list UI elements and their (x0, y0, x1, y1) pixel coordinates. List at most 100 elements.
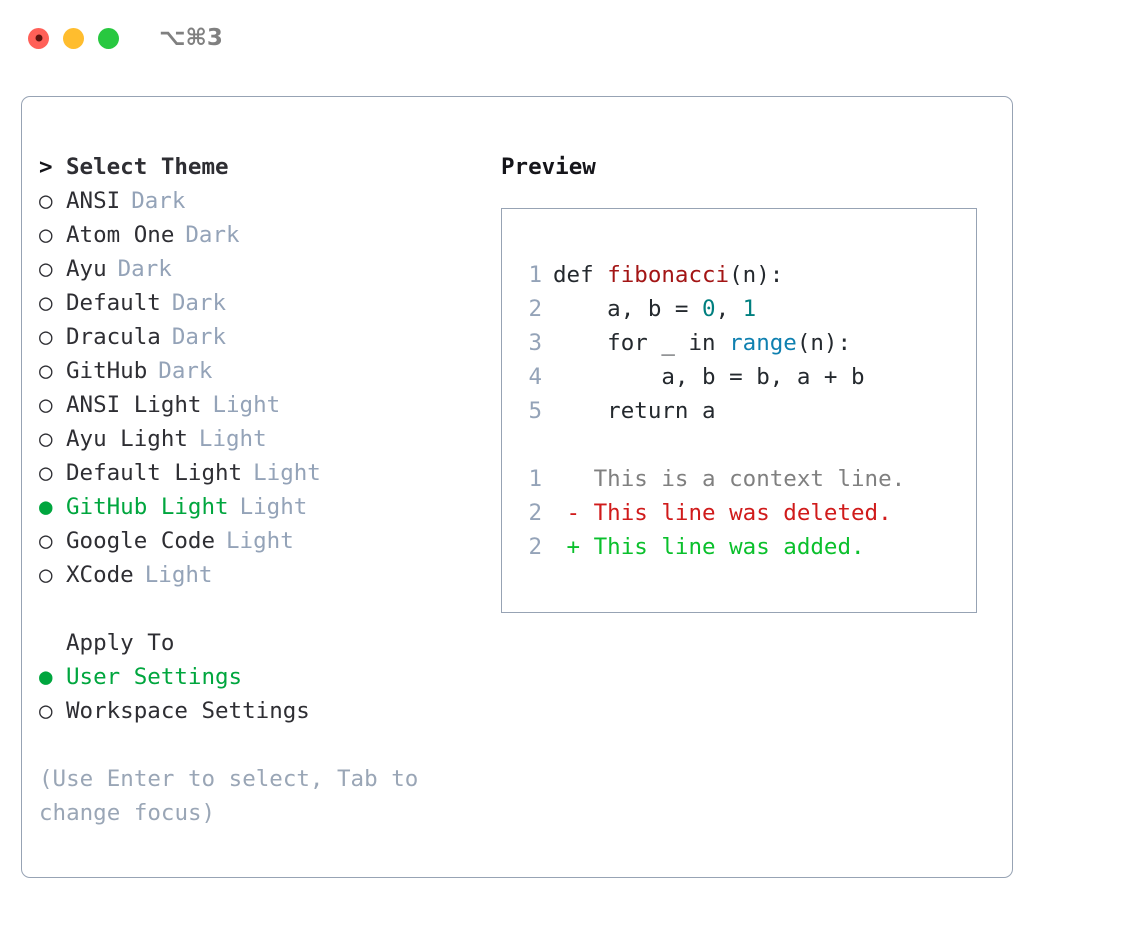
code-token-num: 0 (702, 296, 716, 322)
code-line: 1 def fibonacci(n): (502, 258, 976, 292)
line-number: 1 (528, 262, 542, 288)
keyboard-shortcut-label: ⌥⌘3 (159, 25, 223, 51)
radio-unselected-icon: ○ (39, 222, 53, 248)
code-text: def fibonacci(n): (553, 258, 783, 292)
code-token-num: 1 (742, 296, 757, 322)
theme-category-tag: Light (198, 426, 267, 452)
apply-to-label: Workspace Settings (66, 698, 310, 724)
theme-category-tag: Dark (171, 290, 227, 316)
select-theme-heading: > Select Theme (39, 150, 489, 184)
code-token-plain: a, b = b, a + b (553, 364, 865, 390)
radio-selected-icon: ● (39, 494, 53, 520)
line-number: 4 (528, 364, 542, 390)
theme-category-tag: Light (226, 528, 294, 554)
theme-list-item[interactable]: ○ Default Dark (39, 286, 489, 320)
apply-to-option[interactable]: ● User Settings (39, 660, 489, 694)
line-number: 2 (528, 534, 542, 560)
code-token-plain: , (715, 296, 743, 322)
theme-name: GitHub (66, 358, 148, 384)
theme-list-item[interactable]: ○ XCode Light (39, 558, 489, 592)
keyboard-hint-text: (Use Enter to select, Tab to change focu… (39, 766, 419, 826)
theme-name: Ayu (66, 256, 107, 282)
code-text: This is a context line. (553, 462, 906, 496)
code-line: 3 for _ in range(n): (502, 326, 976, 360)
code-text: a, b = 0, 1 (553, 292, 756, 326)
theme-list-item[interactable]: ● GitHub Light Light (39, 490, 489, 524)
theme-category-tag: Light (144, 562, 213, 588)
code-token-plain: (n): (729, 262, 784, 288)
theme-category-tag: Dark (131, 188, 186, 214)
theme-name: Dracula (66, 324, 161, 350)
line-number: 3 (528, 330, 542, 356)
code-text: a, b = b, a + b (553, 360, 865, 394)
code-text: - This line was deleted. (553, 496, 892, 530)
radio-unselected-icon: ○ (39, 698, 53, 724)
maximize-button[interactable] (98, 27, 119, 49)
code-token-add: + This line was added. (553, 534, 865, 560)
apply-to-option[interactable]: ○ Workspace Settings (39, 694, 489, 728)
code-line (502, 428, 976, 462)
title-bar: ⌥⌘3 (0, 0, 1140, 76)
list-spacer (39, 592, 489, 626)
radio-unselected-icon: ○ (39, 290, 53, 316)
line-number: 2 (528, 296, 542, 322)
code-line: 4 a, b = b, a + b (502, 360, 976, 394)
radio-unselected-icon: ○ (39, 562, 53, 588)
theme-name: Default (66, 290, 161, 316)
radio-unselected-icon: ○ (39, 188, 53, 214)
code-token-plain: return a (553, 398, 716, 424)
radio-selected-icon: ● (39, 664, 53, 690)
code-token-plain: a, b = (553, 296, 703, 322)
radio-unselected-icon: ○ (39, 358, 53, 384)
code-line: 2 - This line was deleted. (502, 496, 976, 530)
preview-title: Preview (501, 154, 596, 180)
theme-name: Default Light (66, 460, 243, 486)
apply-to-heading: Apply To (66, 630, 175, 656)
theme-name: GitHub Light (66, 494, 229, 520)
theme-list-item[interactable]: ○ Dracula Dark (39, 320, 489, 354)
theme-name: ANSI Light (66, 392, 202, 418)
prompt-caret-icon: > (39, 154, 53, 180)
code-token-plain: (n): (796, 330, 852, 356)
code-text: for _ in range(n): (553, 326, 851, 360)
code-token-func: fibonacci (607, 262, 730, 288)
theme-name: XCode (66, 562, 134, 588)
theme-category-tag: Light (239, 494, 308, 520)
code-text: return a (553, 394, 716, 428)
code-token-ctx: This is a context line. (553, 466, 906, 492)
line-number: 2 (528, 500, 542, 526)
radio-unselected-icon: ○ (39, 324, 53, 350)
theme-name: Ayu Light (66, 426, 188, 452)
minimize-button[interactable] (63, 27, 84, 49)
theme-category-tag: Dark (171, 324, 227, 350)
apply-to-label: User Settings (66, 664, 243, 690)
code-text: + This line was added. (553, 530, 865, 564)
radio-unselected-icon: ○ (39, 528, 53, 554)
theme-category-tag: Light (212, 392, 281, 418)
code-token-plain: def (553, 262, 608, 288)
theme-list-item[interactable]: ○ ANSI Light Light (39, 388, 489, 422)
line-number: 5 (528, 398, 542, 424)
line-number: 1 (528, 466, 542, 492)
theme-category-tag: Dark (117, 256, 172, 282)
theme-category-tag: Dark (185, 222, 240, 248)
code-line: 2 + This line was added. (502, 530, 976, 564)
close-button[interactable] (28, 27, 49, 49)
code-line: 5 return a (502, 394, 976, 428)
line-number (515, 428, 542, 462)
radio-unselected-icon: ○ (39, 392, 53, 418)
